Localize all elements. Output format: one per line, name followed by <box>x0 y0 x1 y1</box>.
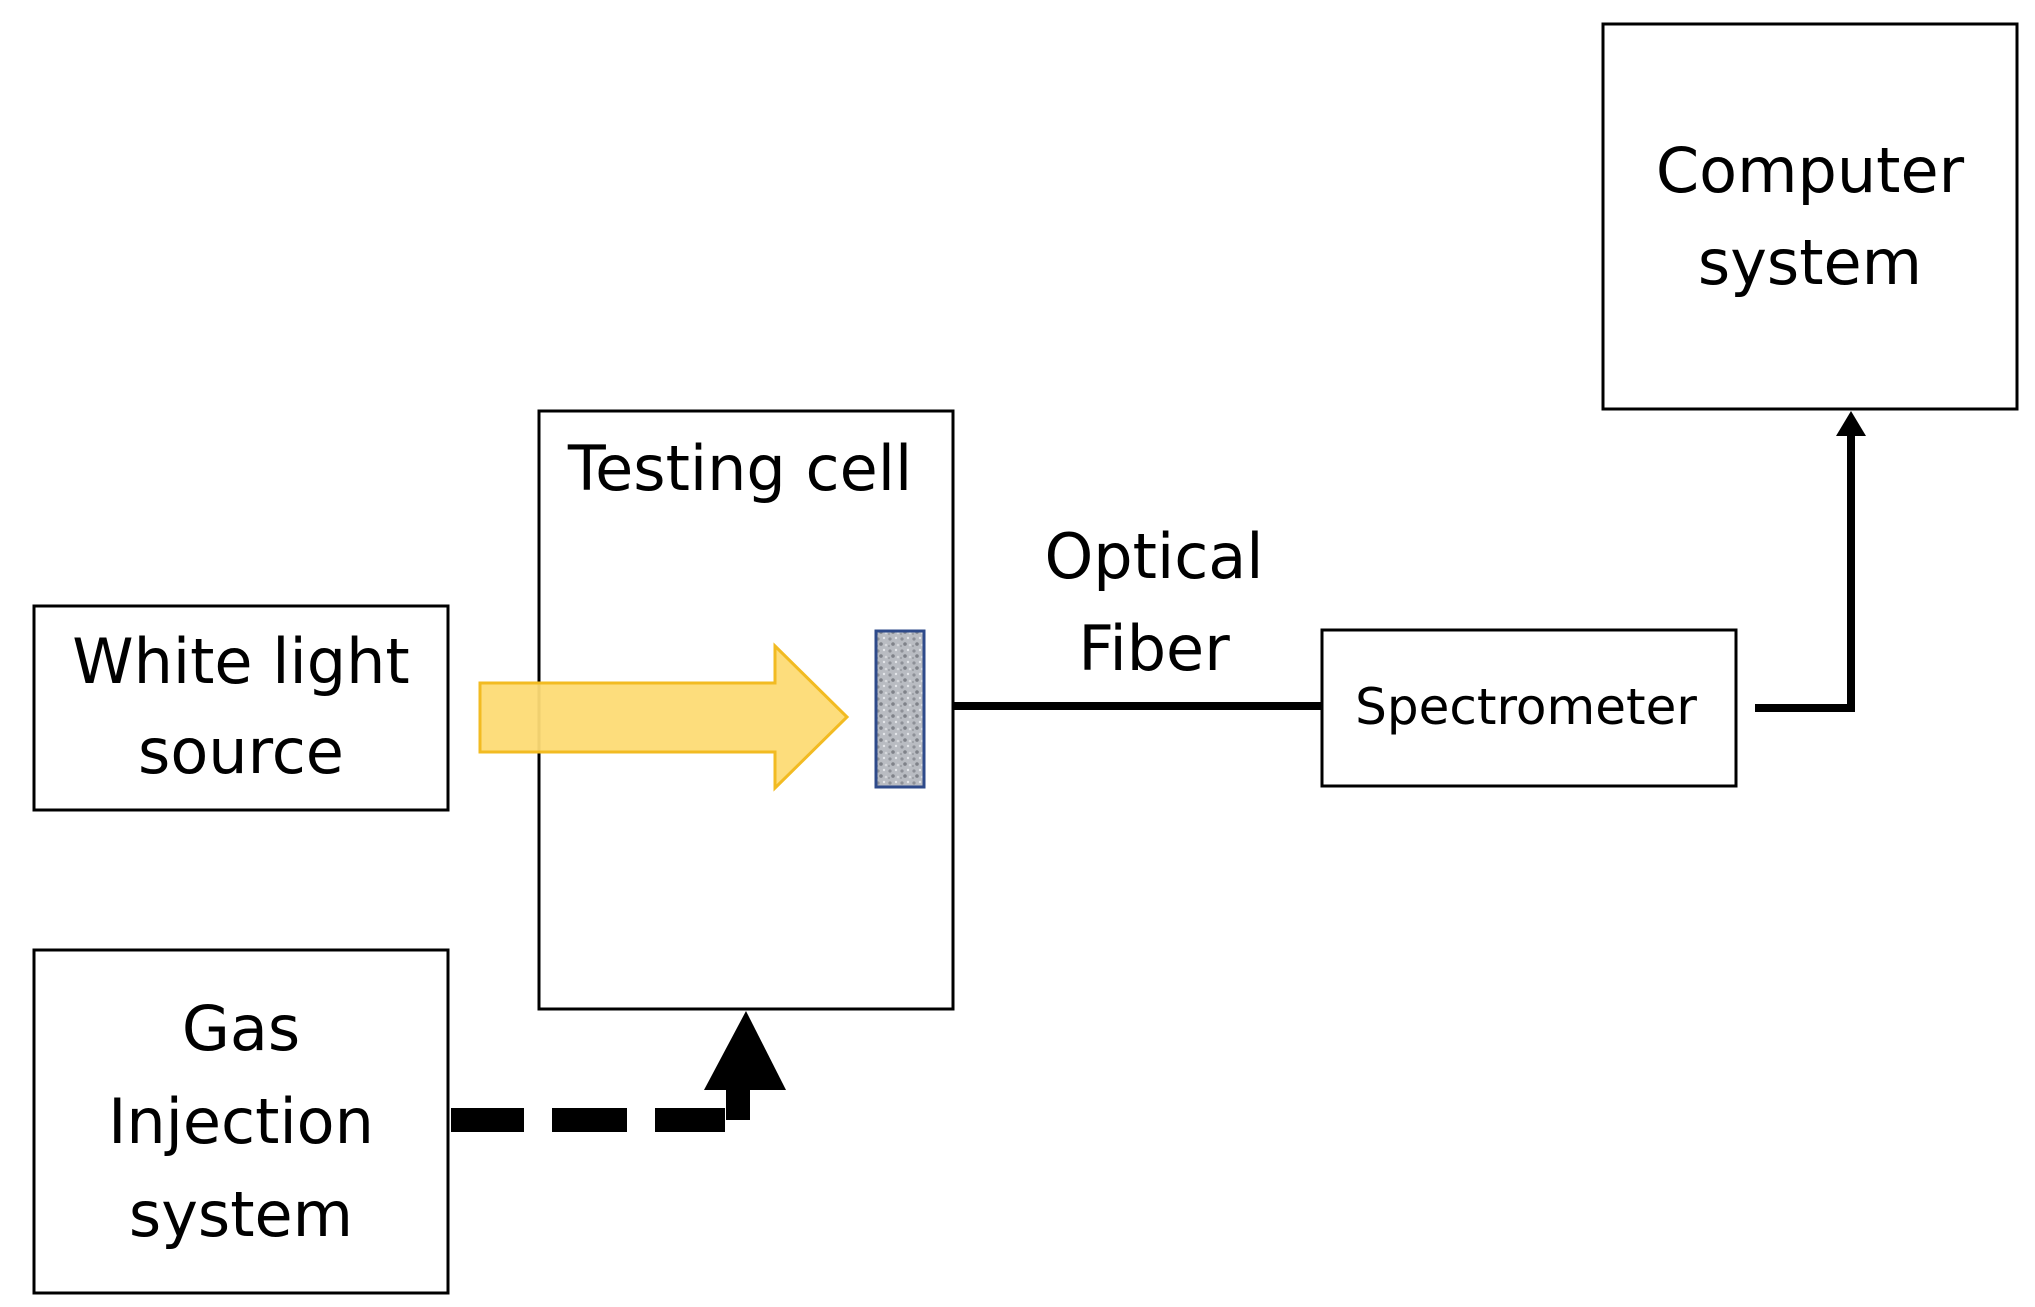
spectrometer-to-computer-connector <box>1755 432 1855 712</box>
optical-fiber-label-line1: Optical <box>1045 520 1264 593</box>
gas-injection-label-line2: Injection <box>108 1085 374 1158</box>
computer-system-box <box>1601 22 2019 411</box>
computer-system-label-line1: Computer <box>1656 134 1965 207</box>
gas-injection-system-node: Gas Injection system <box>32 948 450 1295</box>
white-light-source-label-line2: source <box>138 715 344 788</box>
computer-system-label-line2: system <box>1698 226 1922 299</box>
spectrometer-node: Spectrometer <box>1320 628 1738 788</box>
gas-injection-label-line1: Gas <box>182 992 300 1065</box>
computer-system-node: Computer system <box>1601 22 2019 411</box>
light-beam-arrow <box>478 642 850 792</box>
gas-injection-system-box <box>32 948 450 1295</box>
sensor-sample <box>874 629 926 789</box>
testing-cell-label: Testing cell <box>567 432 912 505</box>
optical-fiber-label-line2: Fiber <box>1078 612 1230 685</box>
white-light-source-node: White light source <box>32 604 450 812</box>
gas-injection-label-line3: system <box>129 1178 353 1251</box>
white-light-source-box <box>32 604 450 812</box>
white-light-source-label-line1: White light <box>72 625 409 698</box>
spectrometer-box <box>1320 628 1738 788</box>
spectrometer-label: Spectrometer <box>1355 678 1697 736</box>
gas-flow-arrowhead <box>704 1011 786 1090</box>
computer-arrowhead <box>1836 411 1866 436</box>
